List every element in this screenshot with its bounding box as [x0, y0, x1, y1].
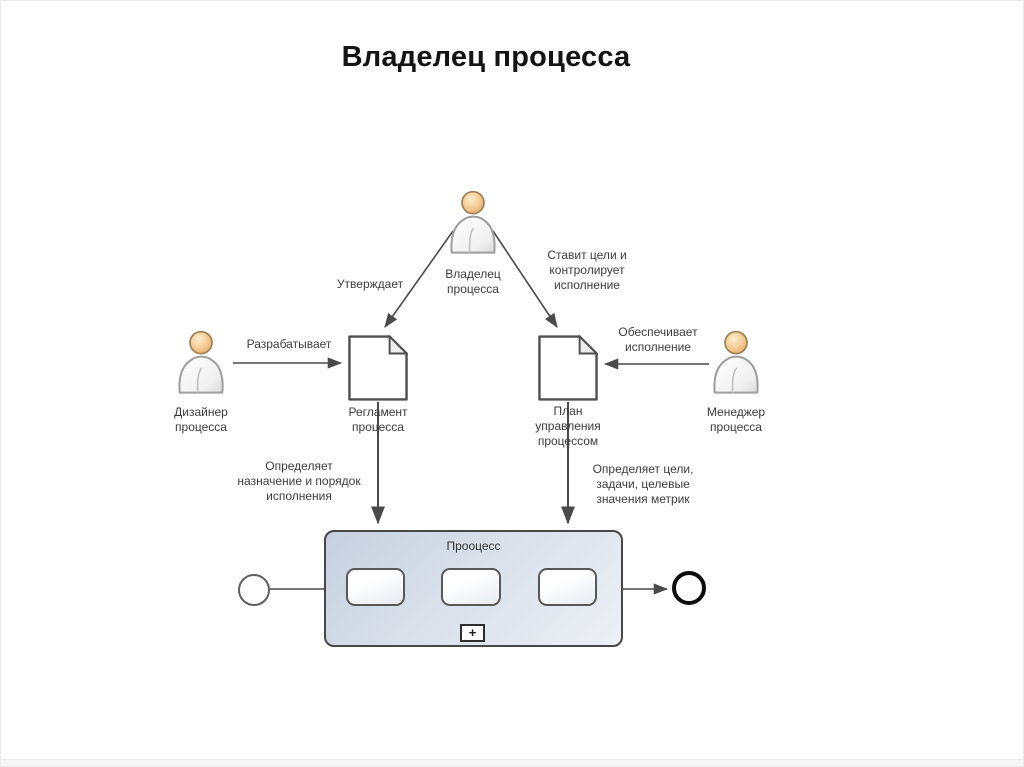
- manager-person-icon: [713, 330, 759, 394]
- end-event-circle: [672, 571, 706, 605]
- regulation-label: Регламент процесса: [348, 405, 408, 434]
- page-title: Владелец процесса: [341, 41, 631, 73]
- sets-goals-edge-label: Ставит цели и контролирует исполнение: [547, 248, 627, 292]
- process-task-2: [441, 568, 501, 606]
- designer-label: Дизайнер процесса: [174, 405, 228, 434]
- designer-person-icon: [178, 330, 224, 394]
- subprocess-expand-marker: +: [460, 624, 485, 642]
- start-event-circle: [238, 574, 270, 606]
- owner-label: Владелец процесса: [445, 267, 501, 296]
- plan-label: План управления процессом: [535, 404, 601, 448]
- defines-purpose-edge-label: Определяет назначение и порядок исполнен…: [237, 459, 361, 503]
- regulation-document-icon: [348, 335, 408, 401]
- approves-edge-label: Утверждает: [336, 277, 404, 291]
- manager-label: Менеджер процесса: [706, 405, 766, 434]
- process-task-1: [346, 568, 405, 606]
- owner-person-icon: [450, 190, 496, 254]
- develops-edge-label: Разрабатывает: [246, 337, 332, 351]
- bottom-strip: [1, 759, 1023, 766]
- defines-metrics-edge-label: Определяет цели, задачи, целевые значени…: [592, 462, 694, 506]
- process-task-3: [538, 568, 597, 606]
- process-label: Прооцесс: [446, 539, 501, 553]
- ensures-edge-label: Обеспечивает исполнение: [618, 325, 698, 354]
- plan-document-icon: [538, 335, 598, 401]
